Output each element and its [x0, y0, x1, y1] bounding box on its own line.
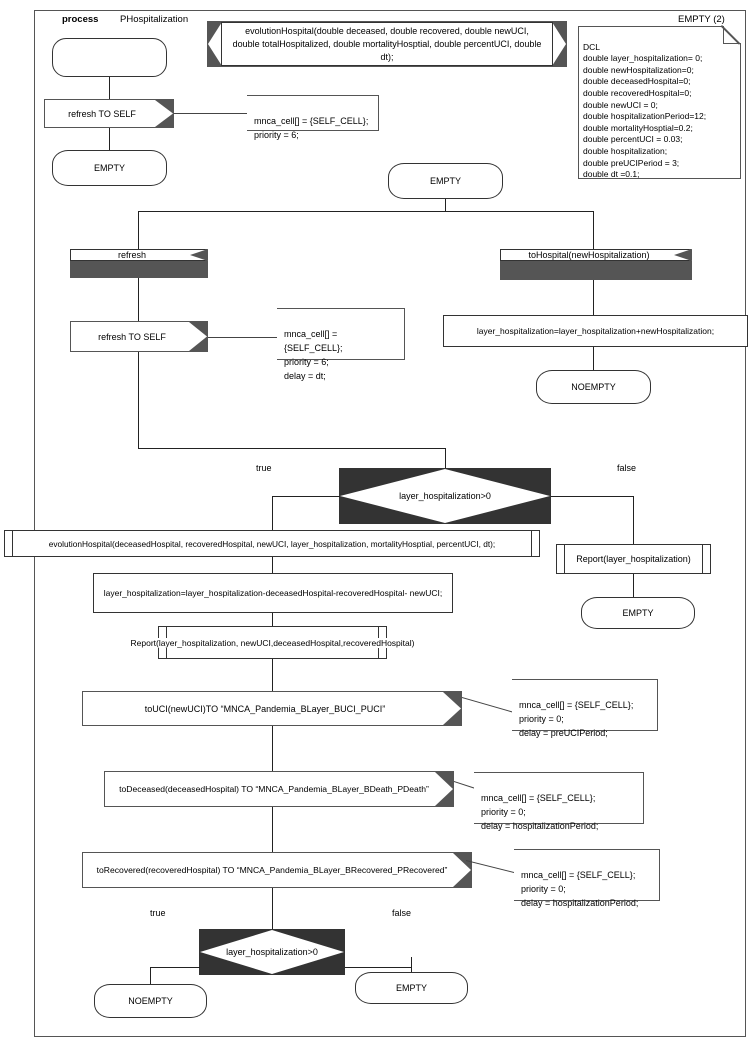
fork-right-drop [593, 211, 594, 249]
start-symbol [52, 38, 167, 77]
input-refresh-label: refresh [117, 250, 146, 260]
comment-connector-init [174, 113, 247, 114]
decision-1-true-drop [272, 496, 273, 530]
output-refresh-to-self-main: refresh TO SELF [70, 321, 208, 352]
comment-to-deceased-text: mnca_cell[] = {SELF_CELL}; priority = 0;… [481, 793, 599, 831]
state-empty-init-label: EMPTY [93, 163, 125, 173]
decision-2-true-drop [150, 967, 151, 984]
comment-to-recovered-text: mnca_cell[] = {SELF_CELL}; priority = 0;… [521, 870, 639, 908]
connector-evolution-to-task [272, 557, 273, 573]
decision-2-false-label: false [392, 908, 412, 918]
proc-call-report-false: Report(layer_hospitalization) [556, 544, 711, 574]
task-accumulate-label: layer_hospitalization=layer_hospitalizat… [476, 326, 715, 336]
comment-to-uci: mnca_cell[] = {SELF_CELL}; priority = 0;… [512, 679, 658, 738]
input-to-hospital: toHospital(newHospitalization) [500, 249, 692, 280]
comment-to-recovered: mnca_cell[] = {SELF_CELL}; priority = 0;… [514, 849, 660, 908]
comment-to-deceased: mnca_cell[] = {SELF_CELL}; priority = 0;… [474, 772, 644, 831]
connector-task-to-noempty [593, 347, 594, 370]
comment-connector-to-recovered [466, 860, 516, 878]
decision-2-false-drop [411, 957, 412, 972]
comment-refresh-self-main-text: mnca_cell[] = {SELF_CELL}; priority = 6;… [284, 329, 343, 381]
connector-tohospital-to-task [593, 280, 594, 315]
state-noempty-main-label: NOEMPTY [571, 382, 616, 392]
connector-decision-feed [445, 448, 446, 468]
decision-1-false-drop [633, 496, 634, 544]
proc-call-evolution-hospital: evolutionHospital(deceasedHospital, reco… [4, 530, 540, 557]
connector-left-down [138, 352, 139, 448]
decision-2: layer_hospitalization>0 [199, 929, 345, 975]
decision-2-true-line [150, 967, 200, 968]
state-noempty-main: NOEMPTY [536, 370, 651, 404]
decision-1-condition: layer_hospitalization>0 [399, 491, 491, 501]
decision-2-true-label: true [150, 908, 166, 918]
fork-left-drop [138, 211, 139, 249]
output-to-recovered: toRecovered(recoveredHospital) TO “MNCA_… [82, 852, 472, 888]
connector-report-to-touci [272, 659, 273, 691]
dcl-note-text: DCL double layer_hospitalization= 0; dou… [583, 41, 707, 180]
output-to-uci: toUCI(newUCI)TO “MNCA_Pandemia_BLayer_BU… [82, 691, 462, 726]
task-accumulate-hospitalization: layer_hospitalization=layer_hospitalizat… [443, 315, 748, 347]
process-name-label: PHospitalization [120, 14, 189, 25]
decision-2-condition: layer_hospitalization>0 [226, 947, 318, 957]
output-refresh-to-self-init-label: refresh TO SELF [68, 108, 136, 119]
connector-torecovered-to-decision2 [272, 888, 273, 929]
state-empty-init: EMPTY [52, 150, 167, 186]
process-frame [34, 10, 746, 1037]
state-empty-false-label: EMPTY [622, 608, 654, 618]
output-to-uci-label: toUCI(newUCI)TO “MNCA_Pandemia_BLayer_BU… [144, 703, 386, 714]
comment-refresh-init-text: mnca_cell[] = {SELF_CELL}; priority = 6; [254, 116, 369, 140]
procedure-declaration-line2: double totalHospitalized, double mortali… [232, 38, 542, 62]
task-subtract-label: layer_hospitalization=layer_hospitalizat… [103, 588, 443, 598]
decision-1-true-label: true [256, 463, 272, 473]
connector-task-to-report [272, 613, 273, 626]
state-empty-main-label: EMPTY [429, 176, 461, 186]
dcl-note: DCL double layer_hospitalization= 0; dou… [578, 26, 741, 179]
proc-call-report-true: Report(layer_hospitalization, newUCI,dec… [129, 626, 416, 659]
procedure-declaration-line1: evolutionHospital(double deceased, doubl… [245, 25, 529, 36]
comment-refresh-init: mnca_cell[] = {SELF_CELL}; priority = 6; [247, 95, 379, 140]
state-empty-final-label: EMPTY [395, 983, 427, 993]
task-subtract-hospitalization: layer_hospitalization=layer_hospitalizat… [93, 573, 453, 613]
input-refresh: refresh [70, 249, 208, 278]
decision-1-true-line [272, 496, 340, 497]
state-noempty-final: NOEMPTY [94, 984, 207, 1018]
state-noempty-final-label: NOEMPTY [128, 996, 173, 1006]
fork-horizontal [138, 211, 594, 212]
decision-2-false-line [345, 967, 411, 968]
decision-1: layer_hospitalization>0 [339, 468, 551, 524]
output-to-deceased-label: toDeceased(deceasedHospital) TO “MNCA_Pa… [119, 784, 429, 794]
comment-to-uci-text: mnca_cell[] = {SELF_CELL}; priority = 0;… [519, 700, 634, 738]
page-label: EMPTY (2) [678, 14, 725, 25]
connector-report-false-to-empty [633, 574, 634, 597]
output-refresh-to-self-init: refresh TO SELF [44, 99, 174, 128]
connector-state-to-fork [445, 199, 446, 211]
connector-left-to-decision [138, 448, 445, 449]
procedure-declaration-symbol: evolutionHospital(double deceased, doubl… [207, 21, 567, 67]
connector-output-to-state-init [109, 128, 110, 150]
comment-connector-to-uci [462, 697, 514, 715]
process-keyword-label: process [62, 14, 99, 25]
proc-call-evolution-hospital-label: evolutionHospital(deceasedHospital, reco… [47, 538, 497, 549]
output-refresh-to-self-main-label: refresh TO SELF [98, 331, 166, 342]
output-to-deceased: toDeceased(deceasedHospital) TO “MNCA_Pa… [104, 771, 454, 807]
comment-refresh-self-main: mnca_cell[] = {SELF_CELL}; priority = 6;… [277, 308, 405, 381]
connector-touci-to-todeceased [272, 726, 273, 771]
connector-todeceased-to-torecovered [272, 807, 273, 852]
state-empty-false: EMPTY [581, 597, 695, 629]
state-empty-final: EMPTY [355, 972, 468, 1004]
state-empty-main: EMPTY [388, 163, 503, 199]
proc-call-report-false-label: Report(layer_hospitalization) [575, 554, 692, 564]
output-to-recovered-label: toRecovered(recoveredHospital) TO “MNCA_… [96, 865, 448, 875]
connector-start-to-output [109, 77, 110, 99]
decision-1-false-label: false [617, 463, 637, 473]
connector-refresh-to-self [138, 278, 139, 321]
decision-1-false-line [551, 496, 633, 497]
input-to-hospital-label: toHospital(newHospitalization) [528, 250, 650, 260]
comment-connector-main [208, 337, 277, 338]
proc-call-report-true-label: Report(layer_hospitalization, newUCI,dec… [129, 637, 416, 648]
